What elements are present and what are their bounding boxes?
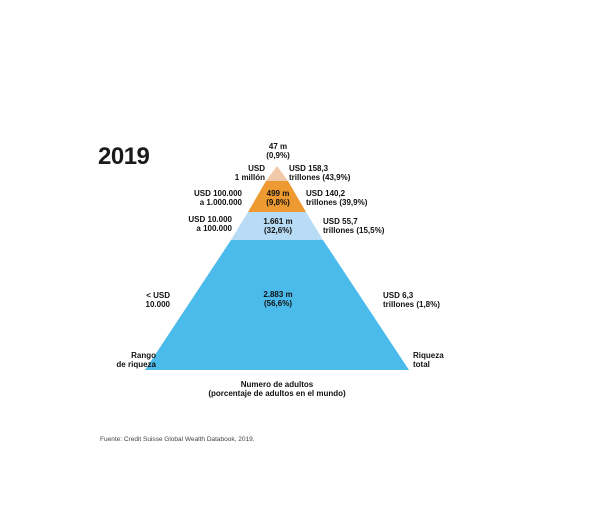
tier-middle-adults: 1.661 m(32,6%) (263, 217, 293, 235)
tier-base-adults: 2.883 m(56,6%) (263, 290, 293, 308)
pyramid-tier-middle (231, 212, 323, 240)
year-title: 2019 (98, 143, 150, 170)
source-note: Fuente: Credit Suisse Global Wealth Data… (100, 436, 255, 443)
pyramid-tier-upper (248, 181, 306, 212)
adults-axis-label: Numero de adultos(porcentaje de adultos … (208, 380, 346, 398)
tier-top-adults: 47 m(0,9%) (266, 142, 290, 160)
tier-upper-adults: 499 m(9,8%) (266, 189, 290, 207)
pyramid-tier-top (266, 166, 288, 181)
pyramid-tier-base (145, 240, 409, 370)
